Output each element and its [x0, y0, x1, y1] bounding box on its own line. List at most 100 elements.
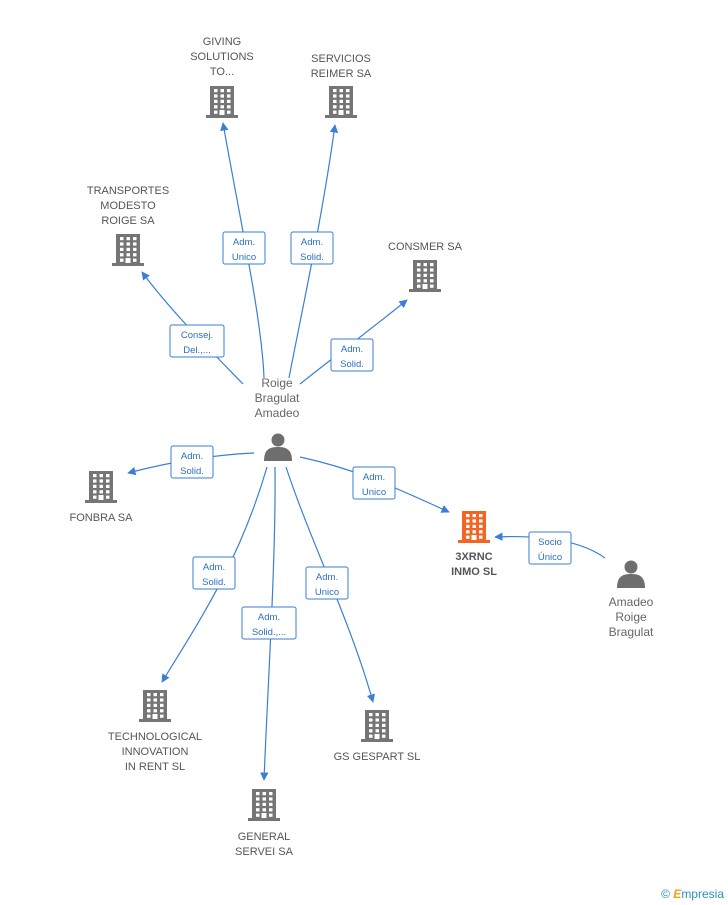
- company-node-transportes[interactable]: TRANSPORTES MODESTO ROIGE SA: [87, 185, 169, 266]
- company-node-gespart[interactable]: GS GESPART SL: [334, 710, 421, 763]
- role-label[interactable]: Adm. Solid.,...: [241, 606, 297, 640]
- building-icon: [139, 690, 171, 722]
- role-text: Adm.: [233, 237, 255, 248]
- edge-fonbra: Adm.Solid.: [127, 445, 255, 479]
- edge-servicios: Adm. Solid.: [288, 124, 339, 379]
- edges-layer: Adm.UnicoAdm.Solid.Consej.Del.,...Adm.So…: [127, 122, 606, 781]
- copyright-icon: ©: [661, 887, 670, 901]
- role-text: Consej.: [181, 330, 213, 341]
- role-label[interactable]: Adm. Unico: [305, 566, 349, 600]
- building-icon: [248, 789, 280, 821]
- edge-line: [288, 124, 339, 379]
- building-icon: [85, 471, 117, 503]
- role-label[interactable]: Adm. Solid.: [330, 338, 374, 372]
- company-label: ROIGE SA: [101, 215, 155, 227]
- building-icon: [361, 710, 393, 742]
- company-node-consmer[interactable]: CONSMER SA: [388, 241, 463, 292]
- role-text: Unico: [362, 487, 386, 498]
- role-label[interactable]: Consej. Del.,...: [169, 324, 225, 358]
- company-label: GS GESPART SL: [334, 751, 421, 763]
- edge-line: [220, 122, 265, 379]
- role-box: [330, 338, 374, 372]
- company-label: INMO SL: [451, 566, 497, 578]
- person-label: Roige: [615, 610, 647, 624]
- person-label: Amadeo: [609, 595, 654, 609]
- role-label[interactable]: Adm. Unico: [222, 231, 266, 265]
- role-text: Solid.: [340, 359, 364, 370]
- role-box: [170, 445, 214, 479]
- person-label: Bragulat: [609, 625, 654, 639]
- role-box: [290, 231, 334, 265]
- role-text: Adm.: [363, 472, 385, 483]
- role-text: Del.,...: [183, 345, 210, 356]
- role-box: [528, 531, 572, 565]
- role-text: Adm.: [316, 572, 338, 583]
- edge-general: Adm. Solid.,...: [241, 466, 297, 781]
- company-label: CONSMER SA: [388, 241, 463, 253]
- brand-name: mpresia: [681, 887, 724, 901]
- role-box: [192, 556, 236, 590]
- role-box: [352, 466, 396, 500]
- role-label[interactable]: Adm. Solid.: [192, 556, 236, 590]
- company-node-technological[interactable]: TECHNOLOGICAL INNOVATION IN RENT SL: [108, 690, 202, 773]
- role-text: Socio: [538, 537, 562, 548]
- edge-giving: Adm. Unico: [220, 122, 266, 379]
- company-label: SERVEI SA: [235, 846, 294, 858]
- company-node-giving[interactable]: GIVING SOLUTIONS TO...: [190, 36, 254, 118]
- company-label: FONBRA SA: [70, 512, 134, 524]
- role-label[interactable]: Adm. Solid.: [290, 231, 334, 265]
- company-label: TO...: [210, 66, 234, 78]
- role-text: Solid.: [202, 577, 226, 588]
- edge-consmer: Adm. Solid.: [299, 299, 408, 385]
- edge-gespart: Adm. Unico: [285, 466, 376, 703]
- role-text: Único: [538, 552, 562, 563]
- company-label: SERVICIOS: [311, 53, 371, 65]
- role-text: Adm.: [258, 612, 280, 623]
- role-text: Solid.: [300, 252, 324, 263]
- role-text: Solid.,...: [252, 627, 286, 638]
- building-icon: [325, 86, 357, 118]
- role-label[interactable]: Adm.Solid.: [170, 445, 214, 479]
- edge-technological: Adm. Solid.: [161, 466, 268, 683]
- company-label: MODESTO: [100, 200, 156, 212]
- building-icon: [206, 86, 238, 118]
- brand-initial: E: [673, 887, 682, 901]
- company-label: 3XRNC: [455, 551, 492, 563]
- company-label: IN RENT SL: [125, 761, 185, 773]
- company-node-fonbra[interactable]: FONBRA SA: [70, 471, 134, 524]
- person-label: Bragulat: [255, 391, 300, 405]
- company-label: GIVING: [203, 36, 242, 48]
- company-label: TECHNOLOGICAL: [108, 731, 202, 743]
- building-icon: [458, 511, 490, 543]
- person-icon: [264, 433, 292, 461]
- role-text: Unico: [232, 252, 256, 263]
- role-box: [241, 606, 297, 640]
- company-label: GENERAL: [238, 831, 291, 843]
- company-label: TRANSPORTES: [87, 185, 169, 197]
- role-text: Unico: [315, 587, 339, 598]
- role-text: Adm.: [341, 344, 363, 355]
- company-node-3xrnc[interactable]: 3XRNC INMO SL: [451, 511, 497, 578]
- building-icon: [112, 234, 144, 266]
- person-label: Roige: [261, 376, 293, 390]
- brand-watermark[interactable]: © Empresia: [661, 887, 724, 901]
- person-icon: [617, 560, 645, 588]
- role-text: Adm.: [301, 237, 323, 248]
- role-box: [169, 324, 225, 358]
- person-label: Amadeo: [255, 406, 300, 420]
- role-box: [305, 566, 349, 600]
- role-text: Adm.: [203, 562, 225, 573]
- company-label: INNOVATION: [122, 746, 189, 758]
- role-label[interactable]: Adm. Unico: [352, 466, 396, 500]
- company-node-general[interactable]: GENERAL SERVEI SA: [235, 789, 294, 858]
- company-label: SOLUTIONS: [190, 51, 254, 63]
- edge-transportes: Consej. Del.,...: [141, 271, 244, 385]
- edge-3xrnc: Adm. Unico: [299, 456, 450, 513]
- role-text: Solid.: [180, 466, 204, 477]
